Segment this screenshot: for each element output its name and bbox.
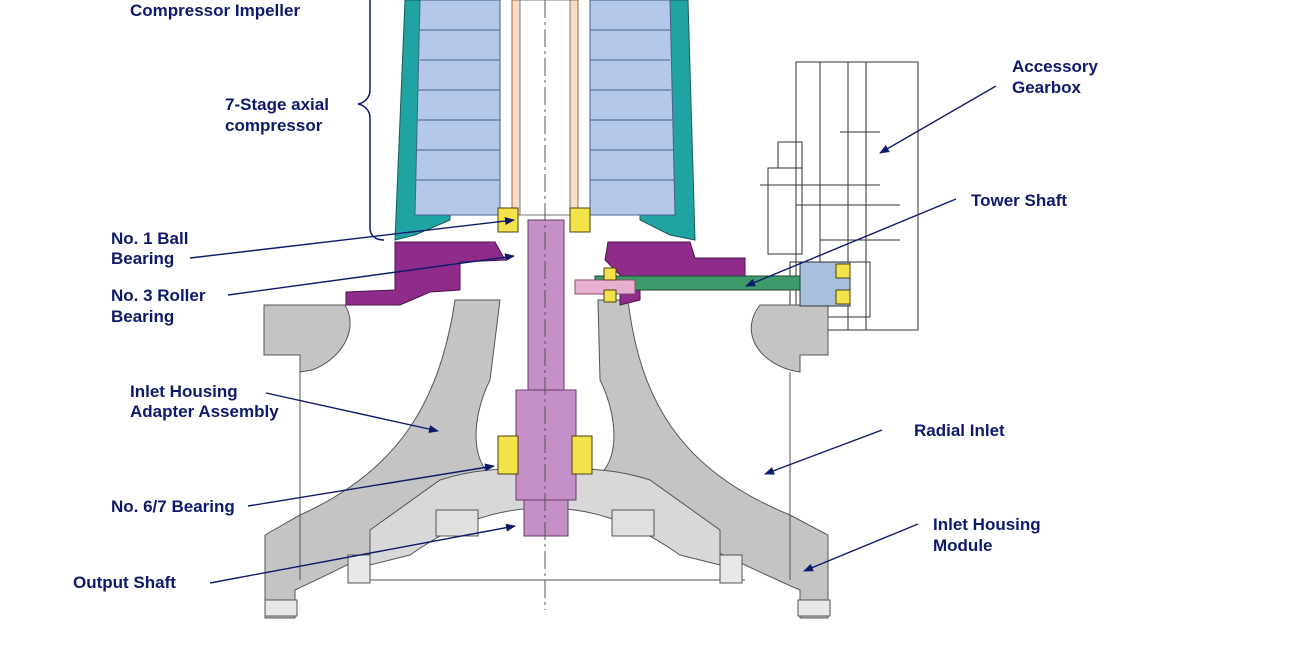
- label-ball-bearing-line2: Bearing: [111, 249, 175, 268]
- label-ball-bearing-line1: No. 1 Ball: [111, 229, 189, 248]
- axial-compressor-shape: [394, 0, 696, 241]
- label-inlet-adapter-line1: Inlet Housing: [130, 382, 238, 401]
- label-compressor-impeller: Compressor Impeller: [130, 1, 301, 20]
- label-radial-inlet: Radial Inlet: [914, 421, 1005, 440]
- leader-inlet-module: [803, 523, 919, 572]
- leader-output-shaft: [209, 523, 516, 584]
- label-roller-bearing-line2: Bearing: [111, 307, 175, 326]
- leader-tower-shaft: [745, 198, 957, 287]
- leader-bearing-67: [247, 463, 495, 507]
- axial-compressor-bracket: [357, 0, 385, 241]
- label-bearing-67: No. 6/7 Bearing: [111, 497, 235, 516]
- bearings-shape: [497, 207, 851, 475]
- label-inlet-module-line1: Inlet Housing: [933, 515, 1041, 534]
- leader-radial-inlet: [764, 429, 883, 475]
- label-accessory-gearbox-line1: Accessory: [1012, 57, 1099, 76]
- label-roller-bearing-line1: No. 3 Roller: [111, 286, 206, 305]
- label-output-shaft: Output Shaft: [73, 573, 176, 592]
- label-inlet-module-line2: Module: [933, 536, 993, 555]
- label-axial-compressor-line1: 7-Stage axial: [225, 95, 329, 114]
- leader-adapter: [265, 392, 439, 433]
- label-axial-compressor-line2: compressor: [225, 116, 323, 135]
- leader-gearbox: [879, 85, 997, 154]
- label-accessory-gearbox-line2: Gearbox: [1012, 78, 1081, 97]
- inlet-housing-module-shape: [263, 299, 831, 619]
- leader-roller-bearing: [227, 253, 515, 296]
- leader-ball-bearing: [189, 217, 515, 259]
- label-tower-shaft: Tower Shaft: [971, 191, 1068, 210]
- label-inlet-adapter-line2: Adapter Assembly: [130, 402, 279, 421]
- tower-shaft-shape: [574, 261, 851, 307]
